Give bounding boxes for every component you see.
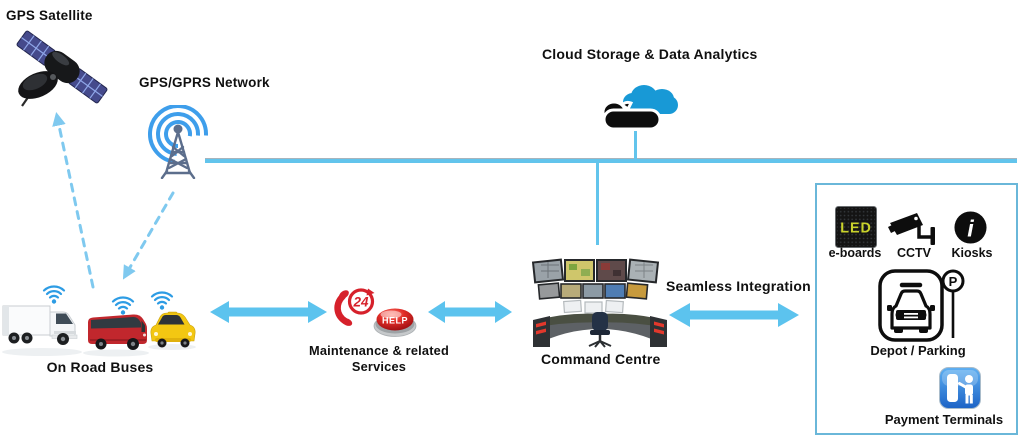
gps-dashed-links: [52, 111, 175, 289]
phone-icon: [334, 290, 353, 326]
arrow-command-integration: [669, 303, 799, 327]
satellite-uplink-arrow: [52, 111, 95, 289]
maintenance-label-line1: Maintenance & related: [308, 343, 450, 358]
cloud-icon: [601, 85, 678, 131]
led-board-icon: LED: [835, 206, 877, 248]
help-24-icon: 24 HELP: [334, 288, 417, 337]
wifi-icon: [111, 296, 135, 316]
chair-icon: [588, 312, 612, 348]
on-road-vehicles-icon: [2, 285, 196, 357]
cctv-camera-icon: [888, 213, 935, 245]
payment-terminals-label: Payment Terminals: [884, 412, 1004, 427]
bus-icon: [88, 314, 147, 350]
gps-network-label: GPS/GPRS Network: [139, 75, 270, 90]
maintenance-label: Maintenance & related Services: [290, 343, 468, 375]
wifi-icon: [150, 291, 174, 311]
gps-satellite-icon: [16, 30, 108, 107]
info-kiosk-icon: i: [954, 211, 987, 244]
truck-icon: [2, 305, 78, 345]
cloud-label: Cloud Storage & Data Analytics: [542, 46, 758, 62]
e-boards-label: e-boards: [828, 246, 882, 260]
integration-box: LED e-boards CCTV i Kiosks: [815, 183, 1018, 435]
arrow-buses-maintenance: [210, 301, 327, 323]
cctv-label: CCTV: [896, 246, 932, 260]
gps-satellite-label: GPS Satellite: [6, 8, 93, 23]
tower-downlink-arrow: [122, 191, 175, 280]
maintenance-label-line2: Services: [351, 358, 407, 374]
command-connector-line: [596, 163, 599, 245]
seamless-integration-label: Seamless Integration: [666, 278, 811, 294]
kiosks-label: Kiosks: [951, 246, 993, 260]
parking-sign-glyph: P: [949, 274, 958, 289]
info-glyph: i: [967, 215, 974, 241]
network-backbone-line: [205, 158, 1017, 163]
led-text: LED: [840, 221, 871, 237]
badge-24-text: 24: [352, 295, 369, 310]
depot-parking-icon: P: [878, 269, 965, 342]
on-road-buses-label: On Road Buses: [46, 359, 154, 375]
command-centre-label: Command Centre: [541, 351, 661, 367]
wifi-icon: [42, 285, 66, 305]
cell-tower-icon: [147, 105, 208, 179]
help-button-text: HELP: [382, 316, 408, 326]
cloud-connector-line: [634, 131, 637, 159]
payment-terminal-icon: [939, 367, 981, 409]
arrow-maintenance-command: [428, 301, 512, 323]
depot-parking-label: Depot / Parking: [870, 343, 966, 358]
command-centre-icon: [531, 258, 667, 348]
taxi-icon: [150, 311, 196, 348]
